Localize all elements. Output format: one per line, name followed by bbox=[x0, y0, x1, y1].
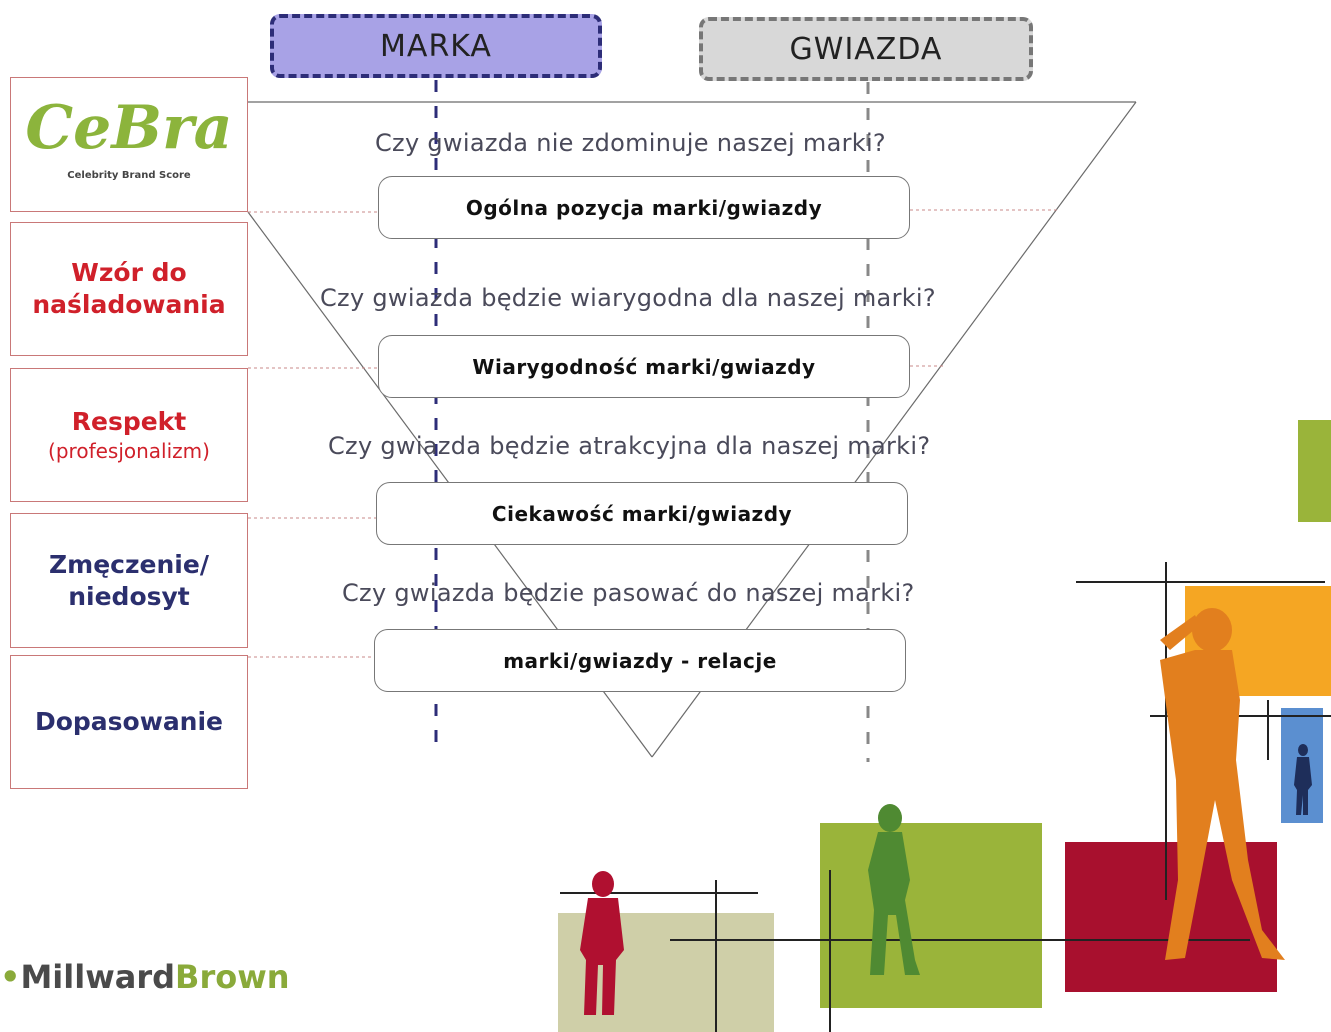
sidebar-item-label: Respekt bbox=[71, 407, 187, 436]
woman-orange-silhouette bbox=[1160, 608, 1285, 960]
man-red-silhouette bbox=[580, 871, 624, 1015]
stage-label: Ogólna pozycja marki/gwiazdy bbox=[465, 195, 823, 220]
marka-header: MARKA bbox=[270, 14, 602, 78]
man-blue-silhouette bbox=[1294, 744, 1312, 815]
woman-green-silhouette bbox=[868, 804, 920, 975]
sidebar-item-label: Dopasowanie bbox=[34, 707, 224, 736]
stage-label: marki/gwiazdy - relacje bbox=[503, 648, 777, 673]
stage-label: Wiarygodność marki/gwiazdy bbox=[472, 354, 816, 379]
question-fit: Czy gwiazda będzie pasować do naszej mar… bbox=[342, 579, 915, 607]
brand-bullet-icon: • bbox=[0, 958, 21, 996]
question-credibility: Czy gwiazda będzie wiarygodna dla naszej… bbox=[320, 284, 936, 312]
stage-ogolna-pozycja: Ogólna pozycja marki/gwiazdy bbox=[378, 176, 910, 239]
sidebar-item-label: niedosyt bbox=[68, 581, 190, 611]
gwiazda-header: GWIAZDA bbox=[699, 17, 1033, 81]
brand-millward: Millward bbox=[20, 958, 176, 996]
stage-label: Ciekawość marki/gwiazdy bbox=[491, 501, 793, 526]
sidebar-item-zmeczenie: Zmęczenie/ niedosyt bbox=[10, 513, 248, 648]
decorative-illustration bbox=[558, 420, 1331, 1032]
question-attractiveness: Czy gwiazda będzie atrakcyjna dla naszej… bbox=[328, 432, 931, 460]
sidebar-item-label: Zmęczenie/ bbox=[49, 549, 209, 579]
sidebar-item-label: naśladowania bbox=[32, 290, 226, 319]
sidebar-item-sublabel: (profesjonalizm) bbox=[48, 439, 210, 463]
marka-label: MARKA bbox=[380, 28, 492, 64]
cebra-logo-box: CeBra Celebrity Brand Score bbox=[10, 77, 248, 212]
stage-wiarygodnosc: Wiarygodność marki/gwiazdy bbox=[378, 335, 910, 398]
stage-relacje: marki/gwiazdy - relacje bbox=[374, 629, 906, 692]
question-dominance: Czy gwiazda nie zdominuje naszej marki? bbox=[375, 129, 886, 157]
sidebar-item-wzor: Wzór do naśladowania bbox=[10, 222, 248, 356]
gwiazda-label: GWIAZDA bbox=[789, 31, 943, 67]
sidebar-item-dopasowanie: Dopasowanie bbox=[10, 655, 248, 789]
brand-brown: Brown bbox=[175, 958, 290, 996]
cebra-logo-text: CeBra bbox=[25, 92, 233, 163]
cebra-logo-subtitle: Celebrity Brand Score bbox=[67, 169, 191, 181]
sidebar-item-label: Wzór do bbox=[71, 258, 187, 287]
connector-lines bbox=[248, 209, 1060, 658]
stage-ciekawosc: Ciekawość marki/gwiazdy bbox=[376, 482, 908, 545]
millward-brown-logo: •MillwardBrown bbox=[0, 958, 290, 996]
sidebar-item-respekt: Respekt (profesjonalizm) bbox=[10, 368, 248, 502]
